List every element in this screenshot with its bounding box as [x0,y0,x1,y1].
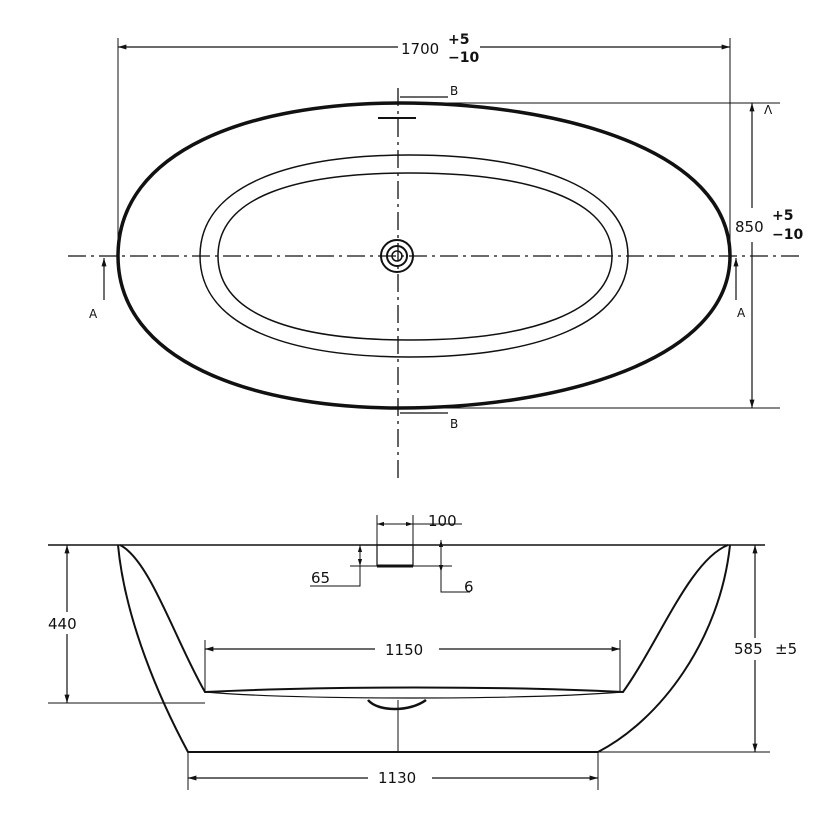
total-height-tol: ±5 [775,640,797,658]
top-view [68,38,802,482]
drain-ring [386,245,408,267]
tub-basin-bottom [204,691,624,699]
corner-mark: Λ [764,103,773,117]
length-value: 1700 [401,40,439,58]
side-drain [367,698,427,711]
overflow-offset-label: 6 [464,578,474,596]
drain-icon [380,239,414,273]
base-length-label: 1130 [378,769,416,787]
overflow-box [376,544,414,567]
width-value: 850 [735,218,764,236]
overflow-width-label: 100 [428,512,457,530]
length-tol-plus: +5 [448,32,469,48]
tub-rim-inner-edge [199,154,629,358]
section-b-label-top: B [450,84,458,98]
inner-length-label: 1150 [385,641,423,659]
tub-basin-outline [217,172,613,341]
inner-depth-label: 440 [48,615,77,633]
section-b-label-bottom: B [450,417,458,431]
length-tol-minus: −10 [448,50,479,66]
overflow-height-label: 65 [311,569,330,587]
section-a-label-left: A [89,307,98,321]
drain-center [391,250,403,262]
width-tol-minus: −10 [772,227,803,243]
tub-side-inner [119,544,729,694]
section-a-label-right: A [737,306,746,320]
total-height-label: 585 [734,640,763,658]
width-tol-plus: +5 [772,208,793,224]
